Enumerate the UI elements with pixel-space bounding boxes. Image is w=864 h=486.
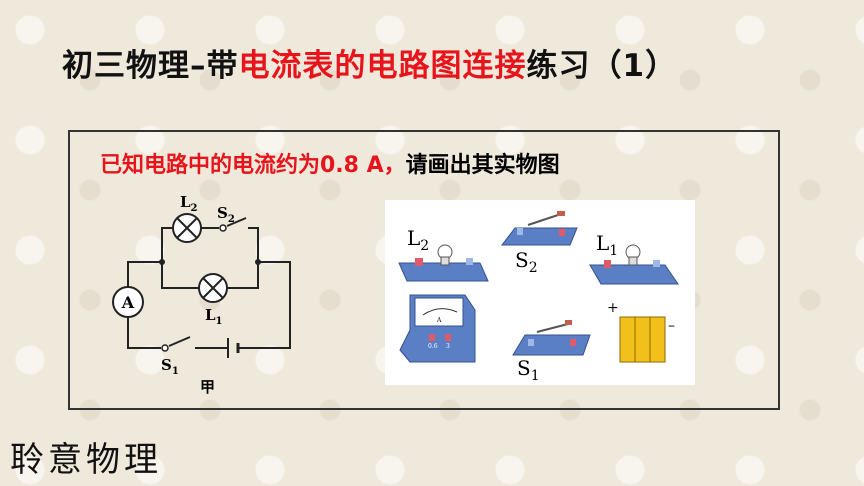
circuit-caption: 甲 — [200, 378, 215, 396]
ammeter-label: A — [121, 293, 135, 312]
battery-device: +– — [607, 300, 675, 363]
exercise-box — [68, 130, 780, 410]
switch-S2-board: S2 — [500, 211, 578, 276]
svg-text:S1: S1 — [517, 356, 540, 384]
lamp-L2-board: L2 — [398, 226, 489, 282]
question-given: 已知电路中的电流约为0.8 A， — [100, 153, 406, 178]
lamp-L1-symbol — [198, 273, 228, 303]
svg-text:L1: L1 — [596, 231, 618, 259]
title-part1: 初三物理–带 — [62, 48, 239, 84]
title-part3: 练习（1） — [526, 48, 678, 84]
ammeter-device: A 0.6 3 — [399, 294, 476, 363]
svg-text:+: + — [607, 300, 619, 316]
svg-text:S2: S2 — [217, 204, 235, 225]
svg-text:–: – — [668, 318, 675, 334]
svg-text:0.6: 0.6 — [428, 343, 438, 350]
switch-S1-board: S1 — [512, 320, 591, 384]
question-task: 请画出其实物图 — [405, 153, 560, 178]
lamp-L1-board: L1 — [589, 231, 679, 285]
question-text: 已知电路中的电流约为0.8 A，请画出其实物图 — [100, 147, 560, 179]
ammeter-symbol — [112, 286, 144, 318]
svg-text:3: 3 — [446, 343, 450, 350]
svg-text:L2: L2 — [180, 193, 198, 214]
svg-text:L2: L2 — [407, 226, 429, 254]
brand-watermark: 聆意物理 — [10, 440, 162, 480]
svg-text:S2: S2 — [515, 248, 538, 276]
page-title: 初三物理–带电流表的电路图连接练习（1） — [62, 40, 677, 85]
svg-text:A: A — [436, 317, 442, 324]
lamp-L2-symbol — [172, 213, 202, 243]
title-highlight: 电流表的电路图连接 — [238, 48, 527, 84]
svg-text:L1: L1 — [205, 306, 223, 327]
svg-text:S1: S1 — [161, 356, 179, 377]
